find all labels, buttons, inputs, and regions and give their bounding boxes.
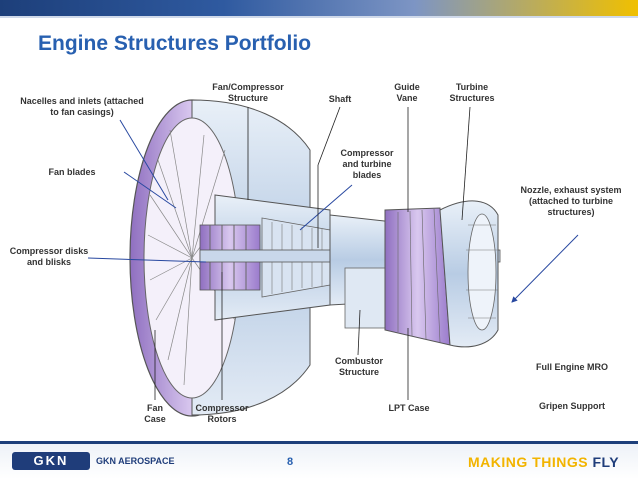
top-banner: [0, 0, 638, 16]
gkn-aerospace-wordmark: GKN AEROSPACE: [96, 456, 175, 466]
label-nacelles-inlets: Nacelles and inlets (attached to fan cas…: [20, 96, 144, 117]
label-nozzle-exhaust: Nozzle, exhaust system (attached to turb…: [520, 185, 622, 217]
service-gripen-support: Gripen Support: [539, 401, 605, 411]
label-combustor-structure: Combustor Structure: [335, 356, 383, 377]
top-banner-rule: [0, 16, 638, 18]
page-title: Engine Structures Portfolio: [38, 32, 312, 55]
label-fan-case: Fan Case: [144, 403, 166, 424]
combustor-turbine-section: [329, 207, 451, 346]
tagline-making-things: MAKING THINGS: [468, 454, 589, 470]
label-compressor-disks: Compressor disks and blisks: [9, 246, 89, 267]
label-turbine-structures: Turbine Structures: [449, 82, 495, 103]
callout-leader-lines: [87, 119, 579, 303]
gkn-logo-text: GKN: [33, 453, 69, 468]
label-fan-blades: Fan blades: [48, 167, 96, 177]
tagline-fly: FLY: [592, 454, 620, 470]
label-guide-vane: Guide Vane: [394, 82, 420, 103]
gkn-logo: GKN: [12, 452, 90, 470]
label-fan-compressor-structure: Fan/Compressor Structure: [212, 82, 284, 103]
nozzle-exhaust: [439, 200, 499, 348]
label-compressor-turbine-blades: Compressor and turbine blades: [340, 148, 394, 180]
part-leader-lines: [154, 106, 471, 400]
page-number: 8: [287, 456, 294, 468]
footer-rule: [0, 441, 638, 444]
label-shaft: Shaft: [328, 94, 352, 104]
footer-band: [0, 444, 638, 479]
label-compressor-rotors: Compressor Rotors: [195, 403, 249, 424]
service-full-engine-mro: Full Engine MRO: [536, 362, 608, 372]
label-lpt-case: LPT Case: [388, 403, 430, 413]
tagline: MAKING THINGS FLY: [468, 454, 619, 470]
